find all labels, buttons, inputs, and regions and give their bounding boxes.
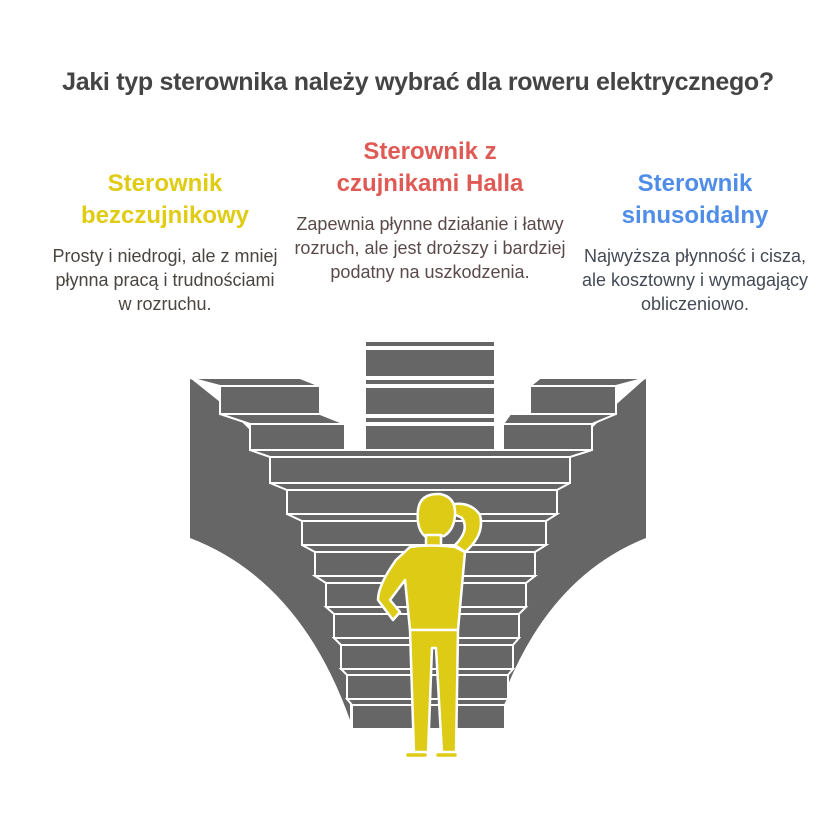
thinking-person-icon <box>376 492 483 760</box>
option-heading-line: bezczujnikowy <box>80 202 250 229</box>
option-hall-sensor: Sterownik z czujnikami Halla Zapewnia pł… <box>290 136 570 284</box>
center-tower-icon <box>364 340 496 451</box>
option-sensorless: Sterownik bezczujnikowy Prosty i niedrog… <box>50 168 280 316</box>
option-heading-line: Sterownik <box>107 170 223 197</box>
option-heading: Sterownik z czujnikami Halla <box>290 136 570 200</box>
option-heading: Sterownik bezczujnikowy <box>50 168 280 232</box>
left-stair-mass-icon <box>190 378 350 720</box>
option-heading-line: Sterownik <box>637 170 753 197</box>
right-stair-mass-icon <box>495 378 646 720</box>
page-title: Jaki typ sterownika należy wybrać dla ro… <box>62 68 774 96</box>
option-description: Zapewnia płynne działanie i łatwy rozruc… <box>294 214 566 282</box>
left-upper-steps-icon <box>189 377 346 451</box>
option-description: Najwyższa płynność i cisza, ale kosztown… <box>581 246 809 314</box>
option-sinusoidal: Sterownik sinusoidalny Najwyższa płynnoś… <box>570 168 820 316</box>
option-heading-line: Sterownik z <box>363 138 497 165</box>
option-heading-line: sinusoidalny <box>621 202 769 229</box>
option-heading-line: czujnikami Halla <box>336 170 524 197</box>
option-description: Prosty i niedrogi, ale z mniej płynna pr… <box>52 246 278 314</box>
right-upper-steps-icon <box>501 377 647 451</box>
option-heading: Sterownik sinusoidalny <box>570 168 820 232</box>
